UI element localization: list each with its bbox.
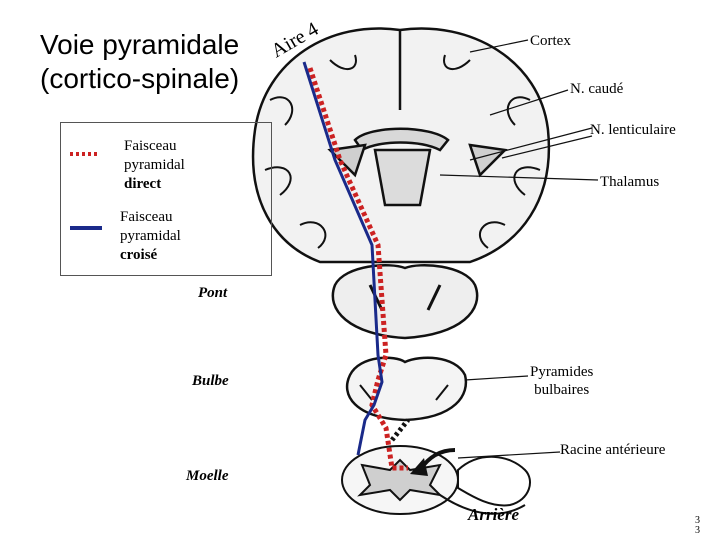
legend-croise-label: Faisceau pyramidal croisé: [120, 208, 181, 265]
legend-direct-line-2: pyramidal: [124, 157, 185, 173]
title-line-2: (cortico-spinale): [40, 63, 240, 94]
leader-lines: [439, 39, 599, 459]
label-racine-anterieure: Racine antérieure: [560, 442, 666, 458]
label-pyramides-bulbaires: Pyramides bulbaires: [530, 363, 593, 399]
title-line-1: Voie pyramidale: [40, 29, 240, 60]
legend-box: [60, 122, 272, 276]
spinal-cord-section: [341, 445, 531, 515]
medulla-section: [345, 356, 468, 422]
label-noyau-lenticulaire: N. lenticulaire: [590, 122, 676, 138]
aire-4-text: Aire 4: [272, 18, 322, 62]
decussation-path: [390, 418, 410, 442]
label-noyau-caude: N. caudé: [570, 81, 624, 97]
page-number-line-1: 3: [695, 515, 700, 526]
label-pyramides-line-1: Pyramides: [530, 364, 594, 380]
label-pont: Pont: [198, 285, 228, 301]
pons-section: [331, 263, 479, 340]
page-number-line-2: 3: [695, 525, 700, 536]
legend-direct-line-1: Faisceau: [124, 138, 177, 154]
label-thalamus: Thalamus: [600, 174, 660, 190]
legend-croise-line-1: Faisceau: [120, 209, 173, 225]
legend-croise-line-2: pyramidal: [120, 228, 181, 244]
legend-direct-label: Faisceau pyramidal direct: [124, 137, 185, 194]
page-title: Voie pyramidale (cortico-spinale): [40, 28, 239, 96]
legend-direct-line-3: direct: [124, 176, 162, 192]
label-pyramides-line-2: bulbaires: [534, 382, 590, 398]
direct-tract-path: [307, 67, 408, 471]
arrow-head: [410, 458, 428, 476]
aire-4-label: Aire 4: [268, 14, 336, 64]
label-arriere: Arrière: [468, 505, 519, 524]
label-bulbe: Bulbe: [192, 373, 229, 389]
label-moelle: Moelle: [186, 468, 229, 484]
coronal-brain-section: [251, 27, 551, 264]
page-number: 3 3: [695, 516, 700, 536]
legend-croise-line-3: croisé: [120, 247, 158, 263]
croise-tract-path: [302, 61, 384, 456]
label-cortex: Cortex: [530, 33, 571, 49]
